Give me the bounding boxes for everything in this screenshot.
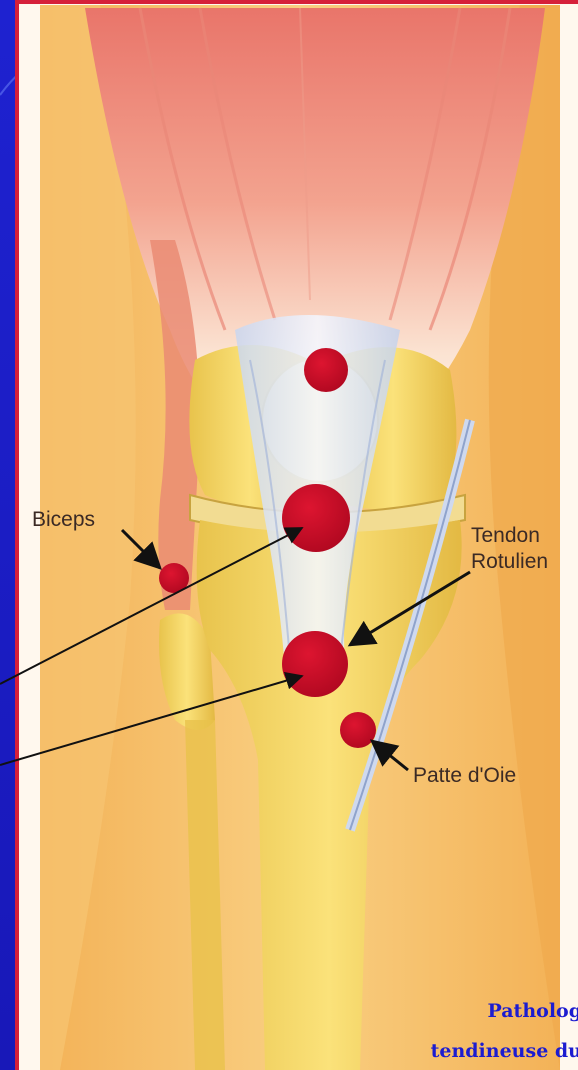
caption-line2: tendineuse du [431, 1040, 578, 1062]
label-tendon-line2: Rotulien [471, 549, 578, 575]
label-tendon-rotulien: Tendon Rotulien [471, 523, 578, 575]
label-patte-doie: Patte d'Oie [413, 763, 516, 789]
marker-pes-anserinus [340, 712, 376, 748]
label-biceps: Biceps [32, 507, 95, 533]
marker-patella [282, 484, 350, 552]
marker-patellar-tendon [282, 631, 348, 697]
caption-line1: Patholog [487, 1000, 578, 1022]
label-tendon-line1: Tendon [471, 523, 578, 549]
marker-quadriceps-tendon [304, 348, 348, 392]
